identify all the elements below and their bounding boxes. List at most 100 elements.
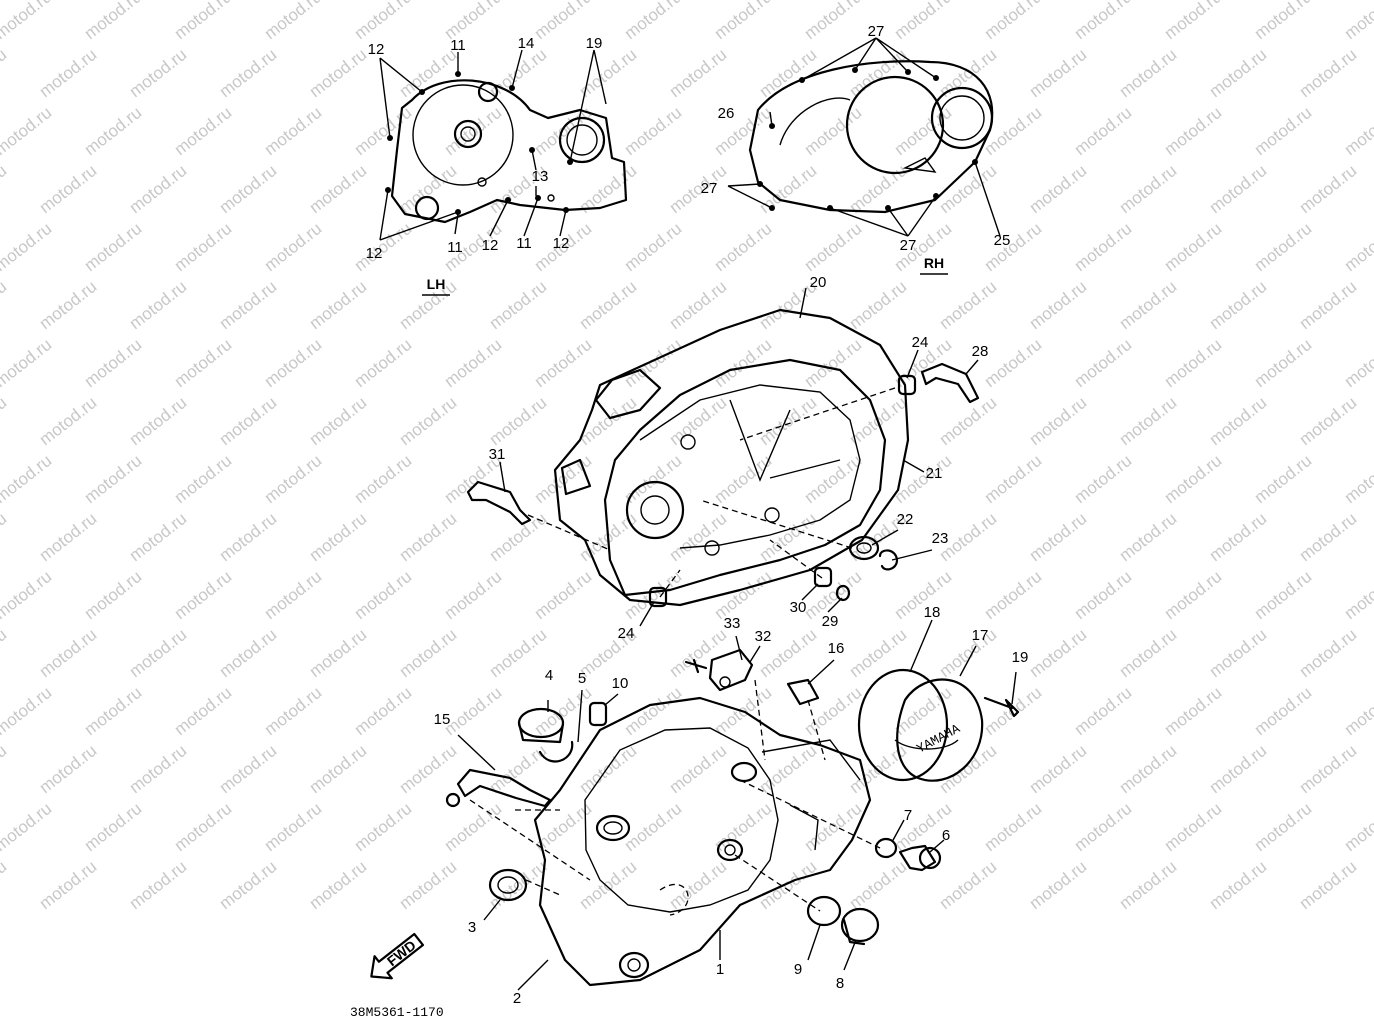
- watermark-text: motod.ru: [1296, 857, 1361, 913]
- watermark-text: motod.ru: [1071, 683, 1136, 739]
- watermark-text: motod.ru: [1161, 799, 1226, 855]
- watermark-text: motod.ru: [1206, 393, 1271, 449]
- lh-section-label: LH: [427, 276, 446, 292]
- watermark-text: motod.ru: [306, 45, 371, 101]
- watermark-text: motod.ru: [171, 799, 236, 855]
- watermark-text: motod.ru: [0, 219, 55, 275]
- rh-leader-lines: [727, 37, 1001, 237]
- callout-9: 9: [794, 961, 802, 978]
- crankcase-cover: [533, 696, 872, 987]
- watermark-text: motod.ru: [1251, 799, 1316, 855]
- watermark-text: motod.ru: [1071, 451, 1136, 507]
- watermark-text: motod.ru: [1206, 161, 1271, 217]
- watermark-text: motod.ru: [621, 799, 686, 855]
- watermark-text: motod.ru: [441, 799, 506, 855]
- diagram-code: 38M5361-1170: [350, 1005, 444, 1020]
- watermark-text: motod.ru: [261, 0, 326, 43]
- watermark-text: motod.ru: [1026, 741, 1091, 797]
- watermark-text: motod.ru: [216, 45, 281, 101]
- watermark-text: motod.ru: [1341, 451, 1374, 507]
- watermark-text: motod.ru: [351, 103, 416, 159]
- callout-26: 26: [718, 105, 735, 122]
- watermark-text: motod.ru: [1251, 335, 1316, 391]
- watermark-text: motod.ru: [756, 393, 821, 449]
- watermark-text: motod.ru: [531, 683, 596, 739]
- watermark-text: motod.ru: [1251, 567, 1316, 623]
- watermark-text: motod.ru: [36, 509, 101, 565]
- callout-20: 20: [810, 274, 827, 291]
- watermark-text: motod.ru: [1341, 0, 1374, 43]
- watermark-text: motod.ru: [666, 509, 731, 565]
- watermark-text: motod.ru: [0, 857, 10, 913]
- watermark-text: motod.ru: [1026, 509, 1091, 565]
- watermark-text: motod.ru: [441, 103, 506, 159]
- watermark-text: motod.ru: [171, 0, 236, 43]
- watermark-text: motod.ru: [1296, 625, 1361, 681]
- watermark-text: motod.ru: [1026, 625, 1091, 681]
- callout-22: 22: [897, 511, 914, 528]
- callout-25: 25: [994, 232, 1011, 249]
- callout-27: 27: [868, 23, 885, 40]
- watermark-text: motod.ru: [1026, 393, 1091, 449]
- watermark-text: motod.ru: [1206, 277, 1271, 333]
- callout-11: 11: [516, 235, 532, 252]
- watermark-text: motod.ru: [261, 103, 326, 159]
- watermark-text: motod.ru: [306, 625, 371, 681]
- watermark-text: motod.ru: [1116, 509, 1181, 565]
- watermark-text: motod.ru: [216, 857, 281, 913]
- watermark-text: motod.ru: [36, 45, 101, 101]
- callout-16: 16: [828, 640, 845, 657]
- watermark-text: motod.ru: [1251, 0, 1316, 43]
- watermark-text: motod.ru: [126, 393, 191, 449]
- lh-leader-lines: [379, 49, 607, 241]
- watermark-text: motod.ru: [1296, 509, 1361, 565]
- fwd-arrow: FWD: [370, 932, 425, 980]
- watermark-text: motod.ru: [1206, 509, 1271, 565]
- watermark-text: motod.ru: [711, 219, 776, 275]
- watermark-text: motod.ru: [1161, 683, 1226, 739]
- rh-section-label: RH: [924, 255, 944, 271]
- callout-14: 14: [518, 35, 535, 52]
- watermark-text: motod.ru: [126, 625, 191, 681]
- watermark-text: motod.ru: [936, 857, 1001, 913]
- watermark-text: motod.ru: [0, 161, 10, 217]
- cover-logo: YAMAHA: [914, 721, 963, 756]
- watermark-text: motod.ru: [1251, 219, 1316, 275]
- watermark-text: motod.ru: [1116, 277, 1181, 333]
- cover-leaders: [457, 619, 1017, 991]
- watermark-text: motod.ru: [486, 45, 551, 101]
- watermark-text: motod.ru: [36, 161, 101, 217]
- watermark-text: motod.ru: [0, 393, 10, 449]
- watermark-text: motod.ru: [0, 799, 55, 855]
- watermark-text: motod.ru: [396, 741, 461, 797]
- watermark-text: motod.ru: [621, 219, 686, 275]
- watermark-text: motod.ru: [261, 219, 326, 275]
- cover-dashed-axes: [469, 679, 881, 912]
- watermark-text: motod.ru: [1251, 103, 1316, 159]
- crankcase-housing: [553, 308, 910, 607]
- watermark-text: motod.ru: [1341, 219, 1374, 275]
- watermark-text: motod.ru: [711, 0, 776, 43]
- watermark-text: motod.ru: [171, 219, 236, 275]
- callout-7: 7: [904, 807, 912, 824]
- callout-12: 12: [368, 41, 385, 58]
- watermark-text: motod.ru: [486, 625, 551, 681]
- watermark-text: motod.ru: [1026, 857, 1091, 913]
- watermark-text: motod.ru: [306, 741, 371, 797]
- watermark-text: motod.ru: [1116, 393, 1181, 449]
- watermark-text: motod.ru: [576, 857, 641, 913]
- watermark-text: motod.ru: [1161, 103, 1226, 159]
- watermark-text: motod.ru: [1071, 219, 1136, 275]
- callout-5: 5: [578, 670, 586, 687]
- watermark-text: motod.ru: [756, 45, 821, 101]
- watermark-text: motod.ru: [441, 567, 506, 623]
- watermark-text: motod.ru: [1206, 857, 1271, 913]
- watermark-text: motod.ru: [81, 683, 146, 739]
- callout-12: 12: [482, 237, 499, 254]
- watermark-text: motod.ru: [0, 103, 55, 159]
- watermark-text: motod.ru: [936, 741, 1001, 797]
- callout-31: 31: [489, 446, 506, 463]
- watermark-text: motod.ru: [846, 45, 911, 101]
